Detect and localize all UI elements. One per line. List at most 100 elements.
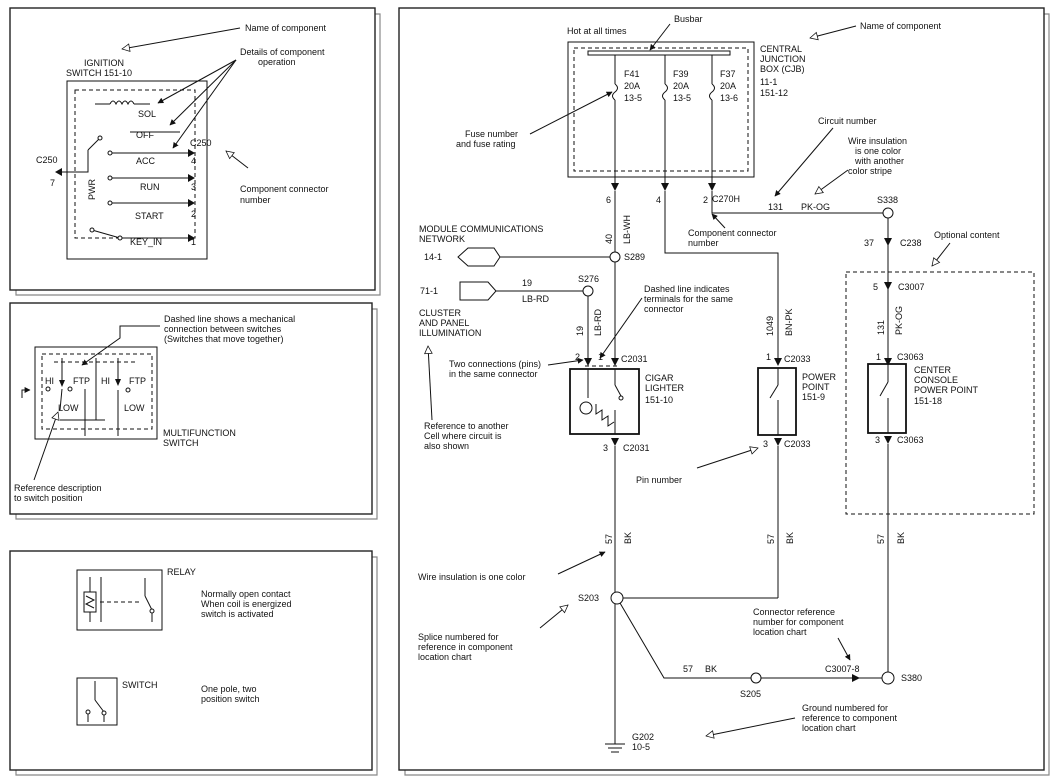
off-label: OFF [136, 130, 154, 140]
two-connections-callout-2: in the same connector [449, 369, 538, 379]
wire-131-vertical: 131 [876, 320, 886, 335]
center-console-label-1: CENTER [914, 365, 952, 375]
connector-ref-callout-2: number for component [753, 617, 844, 627]
relay-switch-panel: RELAY Normally open contact When coil is… [9, 550, 378, 776]
fuse-callout-1: Fuse number [465, 129, 518, 139]
center-console-label-2: CONSOLE [914, 375, 958, 385]
relay-label: RELAY [167, 567, 196, 577]
pin-3-c3063: 3 [875, 435, 880, 445]
ground-callout-1: Ground numbered for [802, 703, 888, 713]
pin-number-callout: Pin number [636, 475, 682, 485]
reference-desc-2: to switch position [14, 493, 83, 503]
component-connector-callout-2: number [240, 195, 271, 205]
cigar-lighter-cell: 151-10 [645, 395, 673, 405]
details-callout-2: operation [258, 57, 296, 67]
dashed-terminals-callout-1: Dashed line indicates [644, 284, 730, 294]
wire-pk-og: PK-OG [801, 202, 830, 212]
s276-label: S276 [578, 274, 599, 284]
wire-bk-c: BK [896, 532, 906, 544]
splice-callout-2: reference in component [418, 642, 513, 652]
multifunction-label-2: SWITCH [163, 438, 199, 448]
cjb-label-1: CENTRAL [760, 44, 802, 54]
switch-label: SWITCH [122, 680, 158, 690]
c270h-label: C270H [712, 194, 740, 204]
wire-insulation-callout-3: with another [854, 156, 904, 166]
s205-label: S205 [740, 689, 761, 699]
fuse-callout-2: and fuse rating [456, 139, 516, 149]
c3063-bottom-label: C3063 [897, 435, 924, 445]
connector-ref-callout-3: location chart [753, 627, 807, 637]
connector-number-callout-1: Component connector [688, 228, 777, 238]
c3063-top-label: C3063 [897, 352, 924, 362]
splice-s203 [610, 591, 624, 605]
circuit-number-callout: Circuit number [818, 116, 877, 126]
wire-bk-b: BK [785, 532, 795, 544]
ignition-title-1: IGNITION [84, 58, 124, 68]
g202-label: G202 [632, 732, 654, 742]
power-point-cell: 151-9 [802, 392, 825, 402]
ref-14-1: 14-1 [424, 252, 442, 262]
fuse-f37-cell: 13-6 [720, 93, 738, 103]
center-console-power-point-component: 1 C3063 CENTER CONSOLE POWER POINT 151-1… [867, 352, 979, 445]
center-console-label-3: POWER POINT [914, 385, 979, 395]
splice-s289 [609, 251, 621, 263]
wire-57-d: 57 [683, 664, 693, 674]
c2033-top-label: C2033 [784, 354, 811, 364]
optional-content-box [845, 271, 1035, 515]
reference-desc-1: Reference description [14, 483, 102, 493]
wire-insulation-callout-2: is one color [855, 146, 901, 156]
run-label: RUN [140, 182, 160, 192]
relay-desc-2: When coil is energized [201, 599, 292, 609]
wire-bk-a: BK [623, 532, 633, 544]
wire-lb-wh: LB-WH [622, 215, 632, 244]
cluster-label-3: ILLUMINATION [419, 328, 481, 338]
cigar-lighter-label-2: LIGHTER [645, 383, 685, 393]
cjb-cell-2: 151-12 [760, 88, 788, 98]
wire-insulation-callout-4: color stripe [848, 166, 892, 176]
connector-ref-callout-1: Connector reference [753, 607, 835, 617]
fuse-f37-rating: 20A [720, 81, 736, 91]
fuse-f39-cell: 13-5 [673, 93, 691, 103]
s203-label: S203 [578, 593, 599, 603]
splice-s380 [881, 671, 895, 685]
fuse-f41-cell: 13-5 [624, 93, 642, 103]
details-callout-1: Details of component [240, 47, 325, 57]
pin-6: 6 [606, 195, 611, 205]
cluster-label-1: CLUSTER [419, 308, 462, 318]
splice-s338 [882, 207, 894, 219]
dashed-callout-3: (Switches that move together) [164, 334, 284, 344]
pin-3-c2033: 3 [763, 439, 768, 449]
wire-bn-pk: BN-PK [784, 308, 794, 336]
relay-desc-3: switch is activated [201, 609, 274, 619]
splice-callout-1: Splice numbered for [418, 632, 499, 642]
wire-57-b: 57 [766, 534, 776, 544]
cluster-label-2: AND PANEL [419, 318, 469, 328]
ignition-switch-panel: Name of component IGNITION SWITCH 151-10… [9, 7, 381, 296]
fuse-f39: F39 [673, 69, 689, 79]
wire-19-vertical: 19 [575, 326, 585, 336]
start-label: START [135, 211, 164, 221]
s289-label: S289 [624, 252, 645, 262]
ref-14-1-marker [457, 247, 501, 267]
pin-2: 2 [703, 195, 708, 205]
fuse-f41-rating: 20A [624, 81, 640, 91]
cjb-label-2: JUNCTION [760, 54, 806, 64]
ground-callout-3: location chart [802, 723, 856, 733]
s380-label: S380 [901, 673, 922, 683]
wire-40: 40 [604, 234, 614, 244]
connector-number-callout-2: number [688, 238, 719, 248]
one-color-callout: Wire insulation is one color [418, 572, 526, 582]
c2031-bottom-label: C2031 [623, 443, 650, 453]
fuse-f39-rating: 20A [673, 81, 689, 91]
pin-key-in: 1 [191, 237, 196, 247]
optional-content-callout: Optional content [934, 230, 1000, 240]
c3007-8-label: C3007-8 [825, 664, 860, 674]
hi-left-label: HI [45, 376, 54, 386]
main-diagram-panel: Hot at all times Busbar F41 20A 13-5 F39… [398, 7, 1050, 776]
busbar-label: Busbar [674, 14, 703, 24]
splice-s276 [582, 285, 594, 297]
pin-3-c2031: 3 [603, 443, 608, 453]
pin-1-c3063: 1 [876, 352, 881, 362]
pin-1-c2033: 1 [766, 352, 771, 362]
